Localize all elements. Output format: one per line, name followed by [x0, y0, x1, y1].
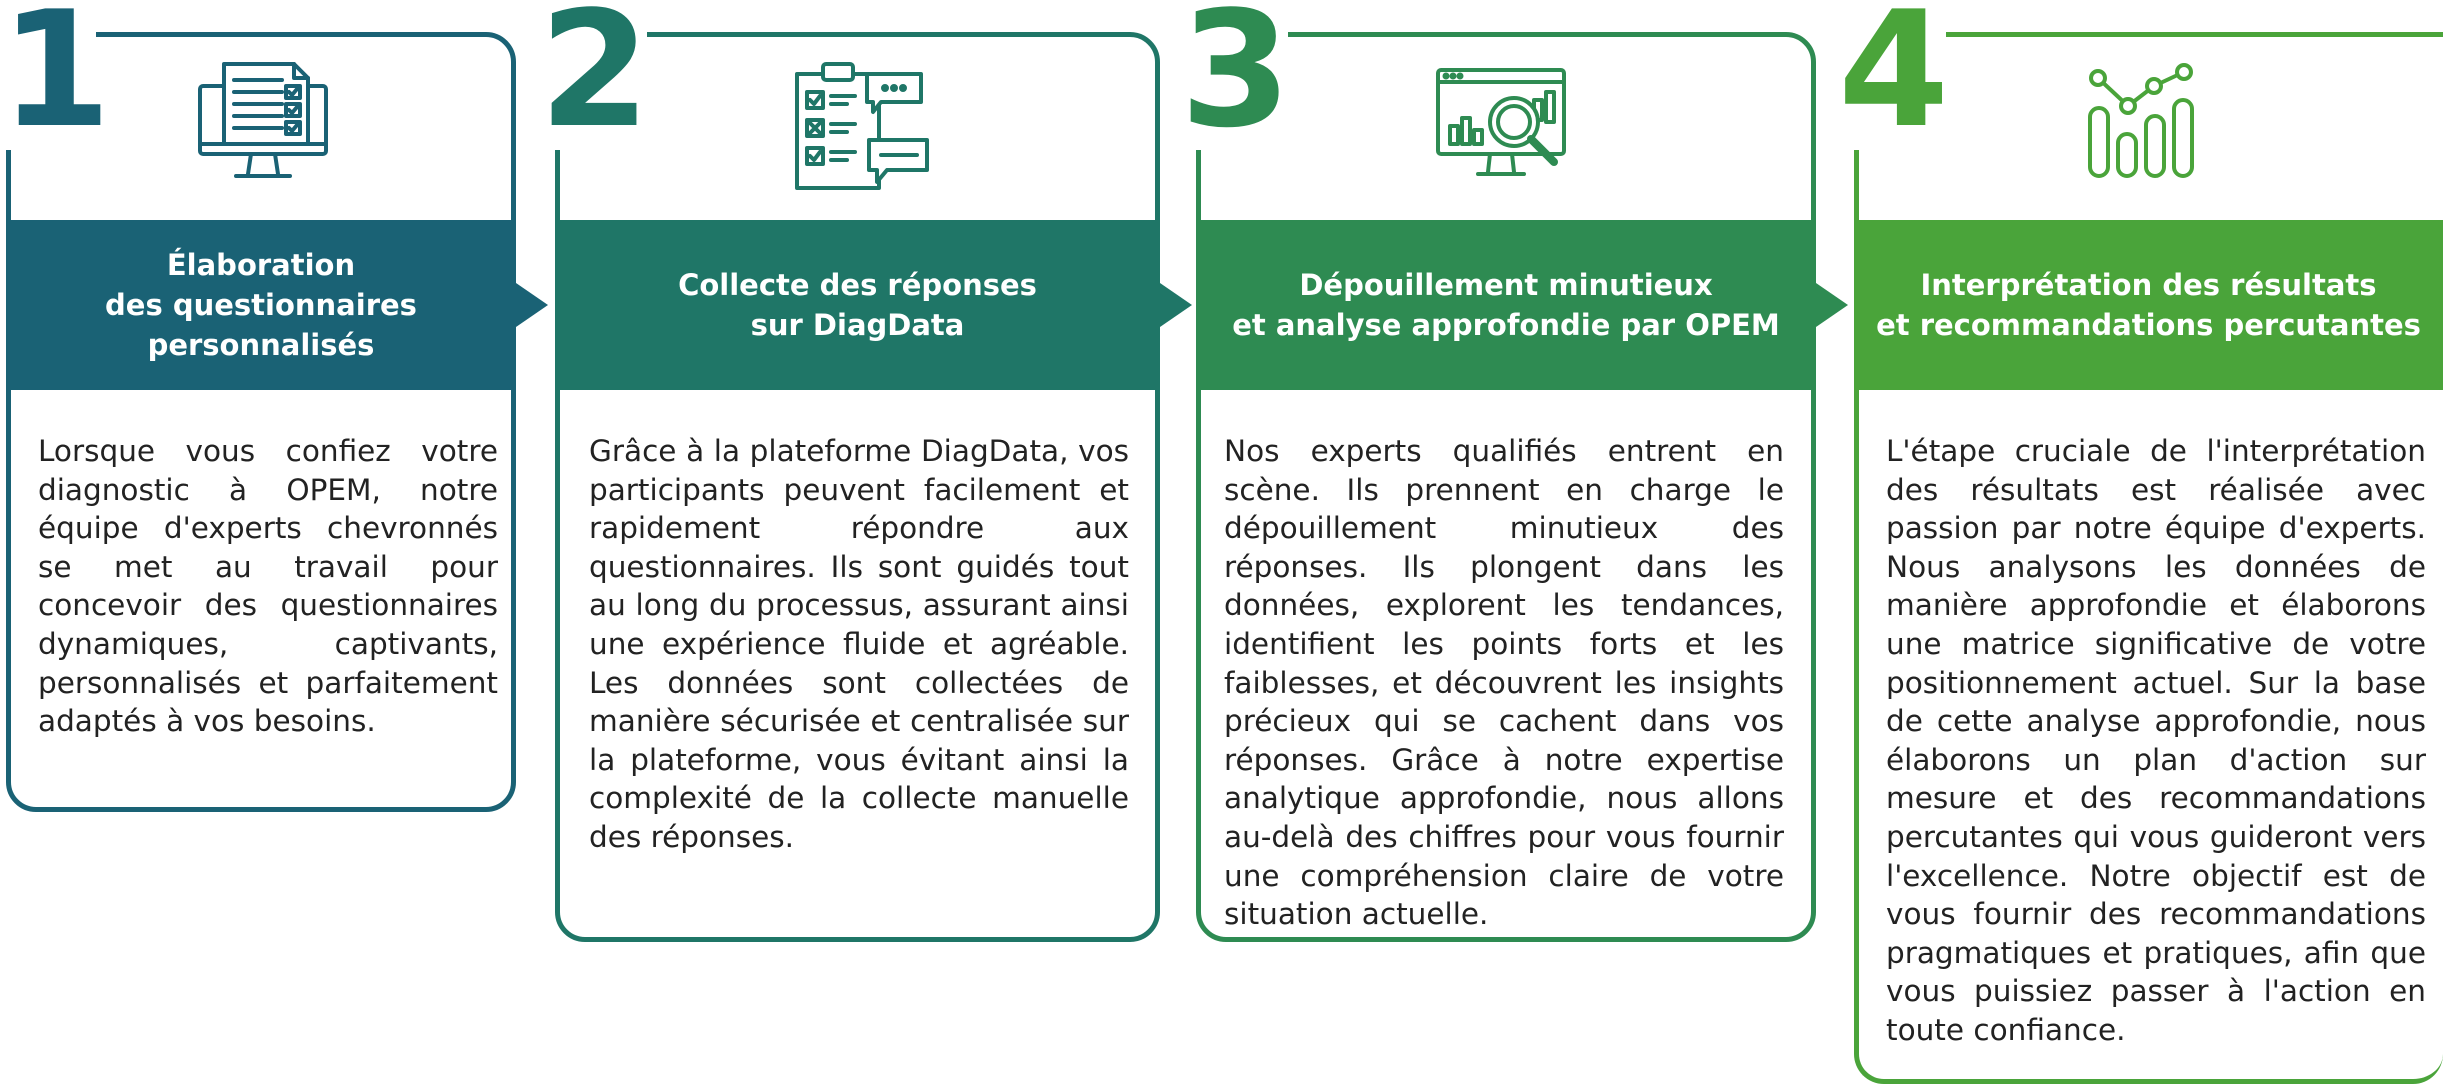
step-3-arrow	[1816, 283, 1848, 327]
step-2-card	[555, 32, 1160, 942]
step-2-title-band: Collecte des réponses sur DiagData	[555, 220, 1160, 390]
step-2-body: Grâce à la plateforme DiagData, vos part…	[589, 434, 1129, 854]
step-1-card	[6, 32, 516, 812]
analytics-magnifier-icon	[1434, 60, 1574, 200]
step-2-arrow	[1160, 283, 1192, 327]
step-4-title: Interprétation des résultats et recomman…	[1876, 268, 2421, 342]
step-3-title-band: Dépouillement minutieux et analyse appro…	[1196, 220, 1816, 390]
growth-chart-icon	[2080, 60, 2220, 200]
step-1-arrow	[516, 283, 548, 327]
step-3-card	[1196, 32, 1816, 942]
step-3-body: Nos experts qualifiés entrent en scène. …	[1224, 434, 1784, 932]
step-2: 2 Collecte des réponses sur DiagData Grâ…	[539, 0, 1192, 950]
step-1-number: 1	[0, 0, 111, 163]
step-3-number: 3	[1180, 0, 1291, 163]
step-3: 3 Dépouillement minutieux et analyse app…	[1180, 0, 1848, 950]
step-3-title: Dépouillement minutieux et analyse appro…	[1232, 268, 1780, 342]
step-4-body: L'étape cruciale de l'interprétation des…	[1886, 434, 2426, 1047]
step-1: 1 Élaboration des questionnaires personn…	[0, 0, 548, 820]
step-4: 4 Interprétation des résultats et recomm…	[1838, 0, 2443, 1087]
step-1-body: Lorsque vous confiez votre diagnostic à …	[38, 434, 498, 739]
questionnaire-monitor-icon	[196, 60, 336, 200]
step-4-number: 4	[1838, 0, 1949, 163]
step-4-card	[1854, 32, 2443, 1084]
step-2-title: Collecte des réponses sur DiagData	[678, 268, 1037, 342]
checklist-chat-icon	[793, 60, 933, 200]
step-2-number: 2	[539, 0, 650, 163]
step-1-title-band: Élaboration des questionnaires personnal…	[6, 220, 516, 390]
step-1-title: Élaboration des questionnaires personnal…	[105, 248, 417, 362]
step-4-title-band: Interprétation des résultats et recomman…	[1854, 220, 2443, 390]
